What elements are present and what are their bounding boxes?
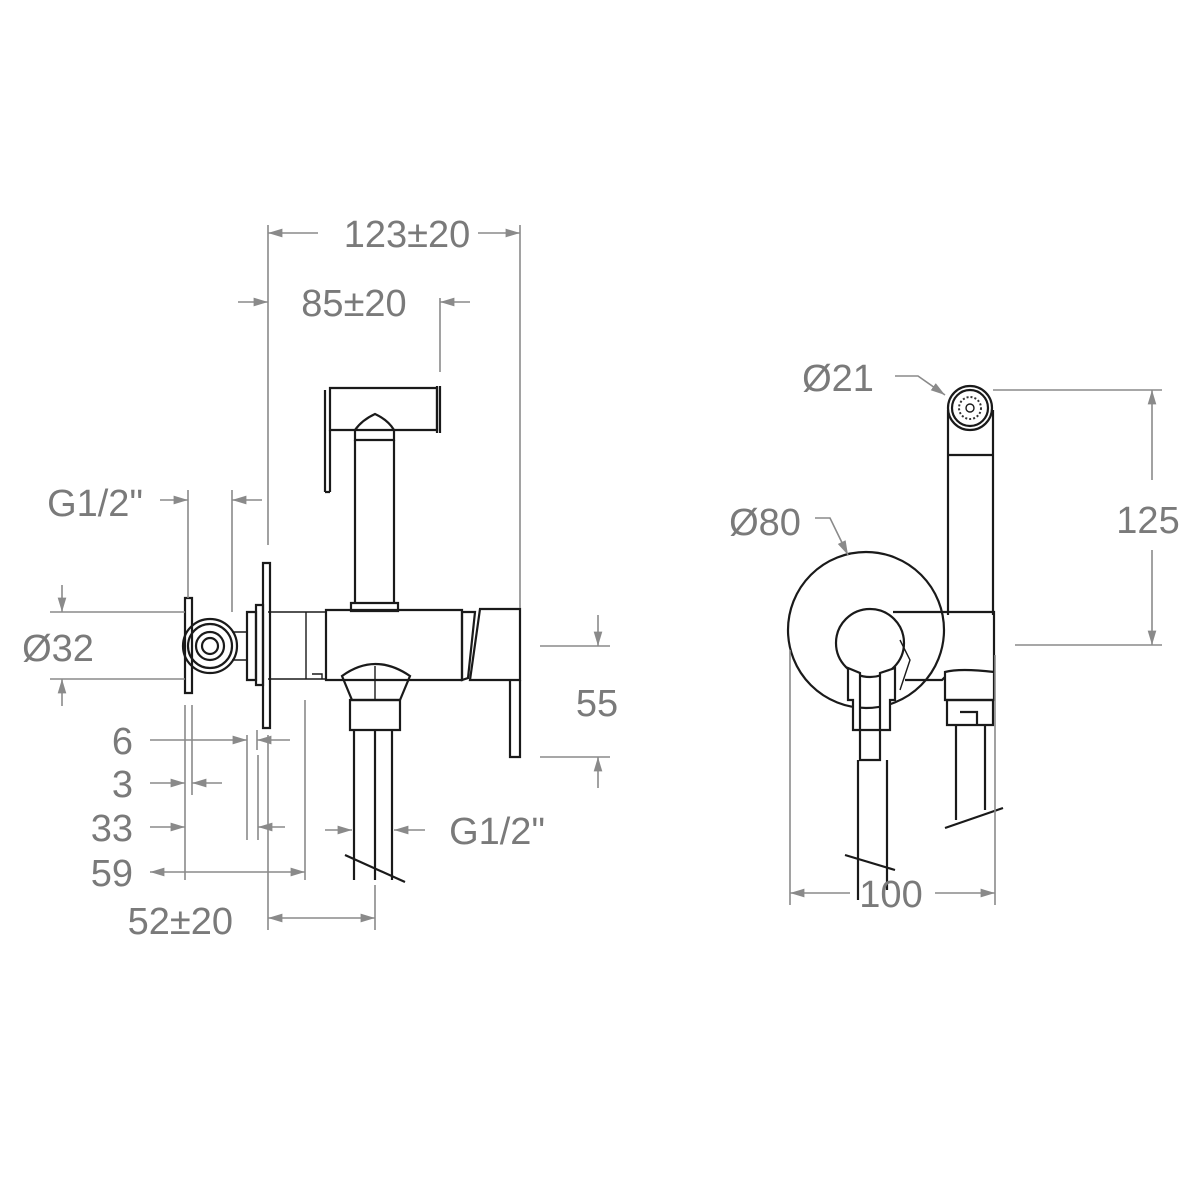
dim-inlet-thread: G1/2" xyxy=(47,483,143,525)
side-view-part xyxy=(181,386,522,884)
dim-handshower-offset: 85±20 xyxy=(301,283,406,325)
dim-height: 125 xyxy=(1116,500,1179,542)
front-view: Ø21 Ø80 125 100 xyxy=(729,358,1180,916)
side-view-dimensions xyxy=(50,225,610,930)
dim-rosette-diameter: Ø80 xyxy=(729,502,801,544)
dim-inlet-diameter: Ø32 xyxy=(22,628,94,670)
front-view-dimensions xyxy=(789,375,1162,905)
front-view-part xyxy=(786,384,1004,900)
dim-lever-height: 55 xyxy=(576,683,618,725)
dim-33: 33 xyxy=(91,808,133,850)
dim-overall-depth: 123±20 xyxy=(344,214,471,256)
side-view: 123±20 85±20 G1/2" Ø32 6 3 33 59 52±20 G… xyxy=(22,214,618,943)
dim-width: 100 xyxy=(859,874,922,916)
dim-outlet-thread: G1/2" xyxy=(449,811,545,853)
dim-3: 3 xyxy=(112,764,133,806)
dim-outlet-offset: 52±20 xyxy=(128,901,233,943)
dim-59: 59 xyxy=(91,853,133,895)
dim-head-diameter: Ø21 xyxy=(802,358,874,400)
dim-6: 6 xyxy=(112,721,133,763)
